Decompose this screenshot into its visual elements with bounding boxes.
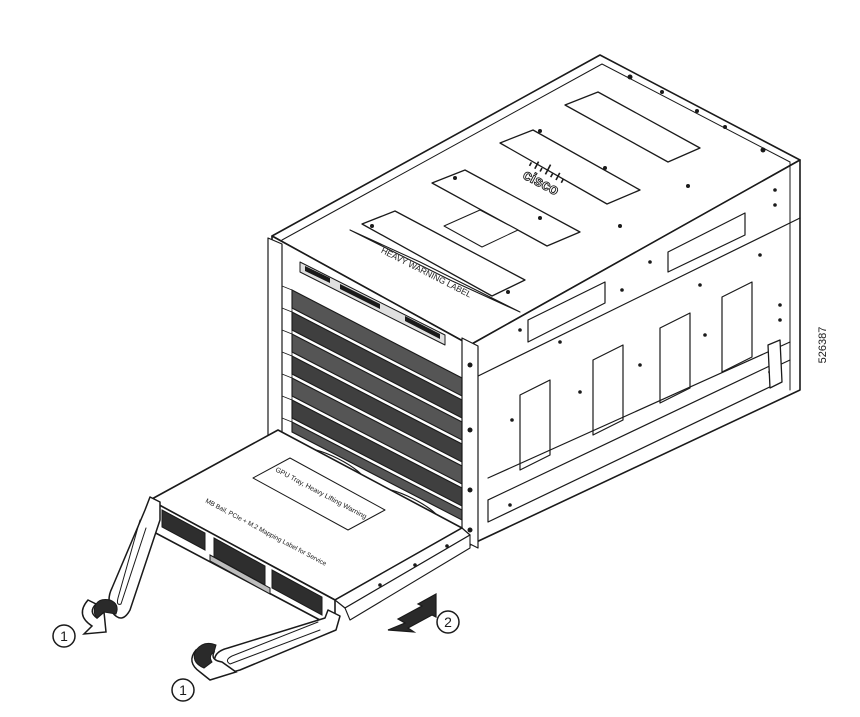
front-latches [305,266,440,339]
ear-screws [467,362,473,533]
chassis: cisco [271,54,801,546]
cisco-logo-bars [528,161,564,184]
fan-grilles [291,289,463,521]
top-screws [370,74,766,294]
pull-direction-arrow [387,592,437,633]
figure-id: 526387 [817,327,829,364]
callout-1-bottom-text: 1 [179,682,187,698]
rail-screws [378,544,449,587]
pull-arrow-shape [387,592,437,633]
rotation-arrow-left-shape [81,599,107,635]
side-screws [508,188,782,507]
left-mounting-ear [267,237,283,449]
top-vent-slots [361,91,701,297]
right-mounting-ear [461,337,479,549]
side-panels [469,212,801,523]
callout-2: 2 [436,610,460,634]
rotation-arrow-bottom [191,642,238,681]
ejector-lever-bottom [213,609,341,673]
rotation-arrow-left [81,599,118,635]
callout-1-left-text: 1 [60,628,68,644]
front-panel: HEAVY WARNING LABEL [267,229,521,549]
callout-1-bottom: 1 [171,678,195,702]
tray-front-modules [161,509,323,616]
fan-grille-frames [281,285,293,432]
rear-handle [767,339,783,389]
ejector-lever-left [108,496,161,619]
callout-1-left: 1 [52,624,76,648]
top-label-plate [443,209,519,248]
gpu-tray: GPU Tray, Heavy Lifting Warning MB Bail,… [149,429,471,629]
callout-2-text: 2 [444,614,452,630]
